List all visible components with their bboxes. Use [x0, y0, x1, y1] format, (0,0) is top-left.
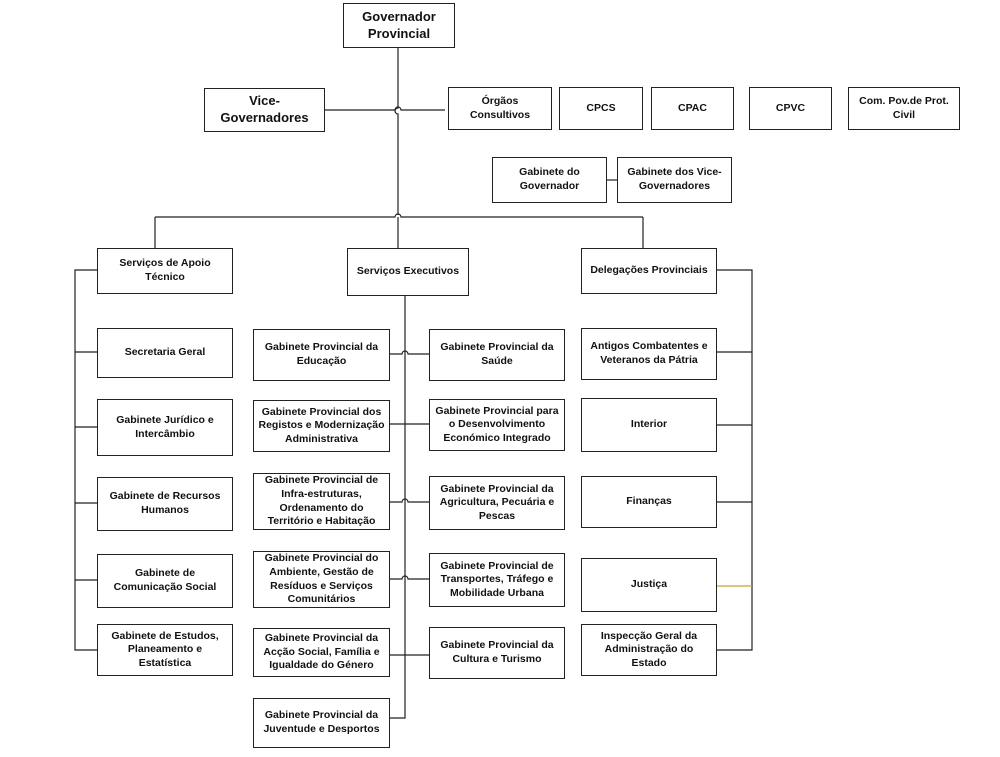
- exec-left-item: Gabinete Provincial da Juventude e Despo…: [253, 698, 390, 748]
- orgaos-consultivos-box: Órgãos Consultivos: [448, 87, 552, 130]
- exec-left-item: Gabinete Provincial de Infra-estruturas,…: [253, 473, 390, 530]
- deleg-item: Inspecção Geral da Administração do Esta…: [581, 624, 717, 676]
- exec-left-item: Gabinete Provincial do Ambiente, Gestão …: [253, 551, 390, 608]
- exec-right-item: Gabinete Provincial da Agricultura, Pecu…: [429, 476, 565, 530]
- com-prot-civil-box: Com. Pov.de Prot. Civil: [848, 87, 960, 130]
- deleg-item: Interior: [581, 398, 717, 452]
- servicos-apoio-box: Serviços de Apoio Técnico: [97, 248, 233, 294]
- cpac-box: CPAC: [651, 87, 734, 130]
- apoio-item: Gabinete Jurídico e Intercâmbio: [97, 399, 233, 456]
- deleg-spine: [717, 269, 753, 651]
- gabinete-vice-box: Gabinete dos Vice- Governadores: [617, 157, 732, 203]
- exec-right-item: Gabinete Provincial da Cultura e Turismo: [429, 627, 565, 679]
- gabinete-governador-box: Gabinete do Governador: [492, 157, 607, 203]
- deleg-item: Antigos Combatentes e Veteranos da Pátri…: [581, 328, 717, 380]
- exec-right-item: Gabinete Provincial da Saúde: [429, 329, 565, 381]
- deleg-item: Justiça: [581, 558, 717, 612]
- vice-governors-box: Vice- Governadores: [204, 88, 325, 132]
- exec-right-item: Gabinete Provincial para o Desenvolvimen…: [429, 399, 565, 451]
- apoio-item: Gabinete de Comunicação Social: [97, 554, 233, 608]
- apoio-item: Secretaria Geral: [97, 328, 233, 378]
- cpvc-box: CPVC: [749, 87, 832, 130]
- deleg-item: Finanças: [581, 476, 717, 528]
- apoio-item: Gabinete de Recursos Humanos: [97, 477, 233, 531]
- exec-right-item: Gabinete Provincial de Transportes, Tráf…: [429, 553, 565, 607]
- cpcs-box: CPCS: [559, 87, 643, 130]
- vice-link: [325, 106, 445, 111]
- apoio-spine: [74, 269, 97, 651]
- governor-box: Governador Provincial: [343, 3, 455, 48]
- exec-left-item: Gabinete Provincial dos Registos e Moder…: [253, 400, 390, 452]
- governor-trunk: [394, 48, 399, 215]
- branch-bar: [155, 213, 643, 218]
- exec-left-item: Gabinete Provincial da Educação: [253, 329, 390, 381]
- apoio-item: Gabinete de Estudos, Planeamento e Estat…: [97, 624, 233, 676]
- delegacoes-box: Delegações Provinciais: [581, 248, 717, 294]
- servicos-executivos-box: Serviços Executivos: [347, 248, 469, 296]
- exec-left-item: Gabinete Provincial da Acção Social, Fam…: [253, 628, 390, 677]
- exec-spine: [390, 296, 406, 719]
